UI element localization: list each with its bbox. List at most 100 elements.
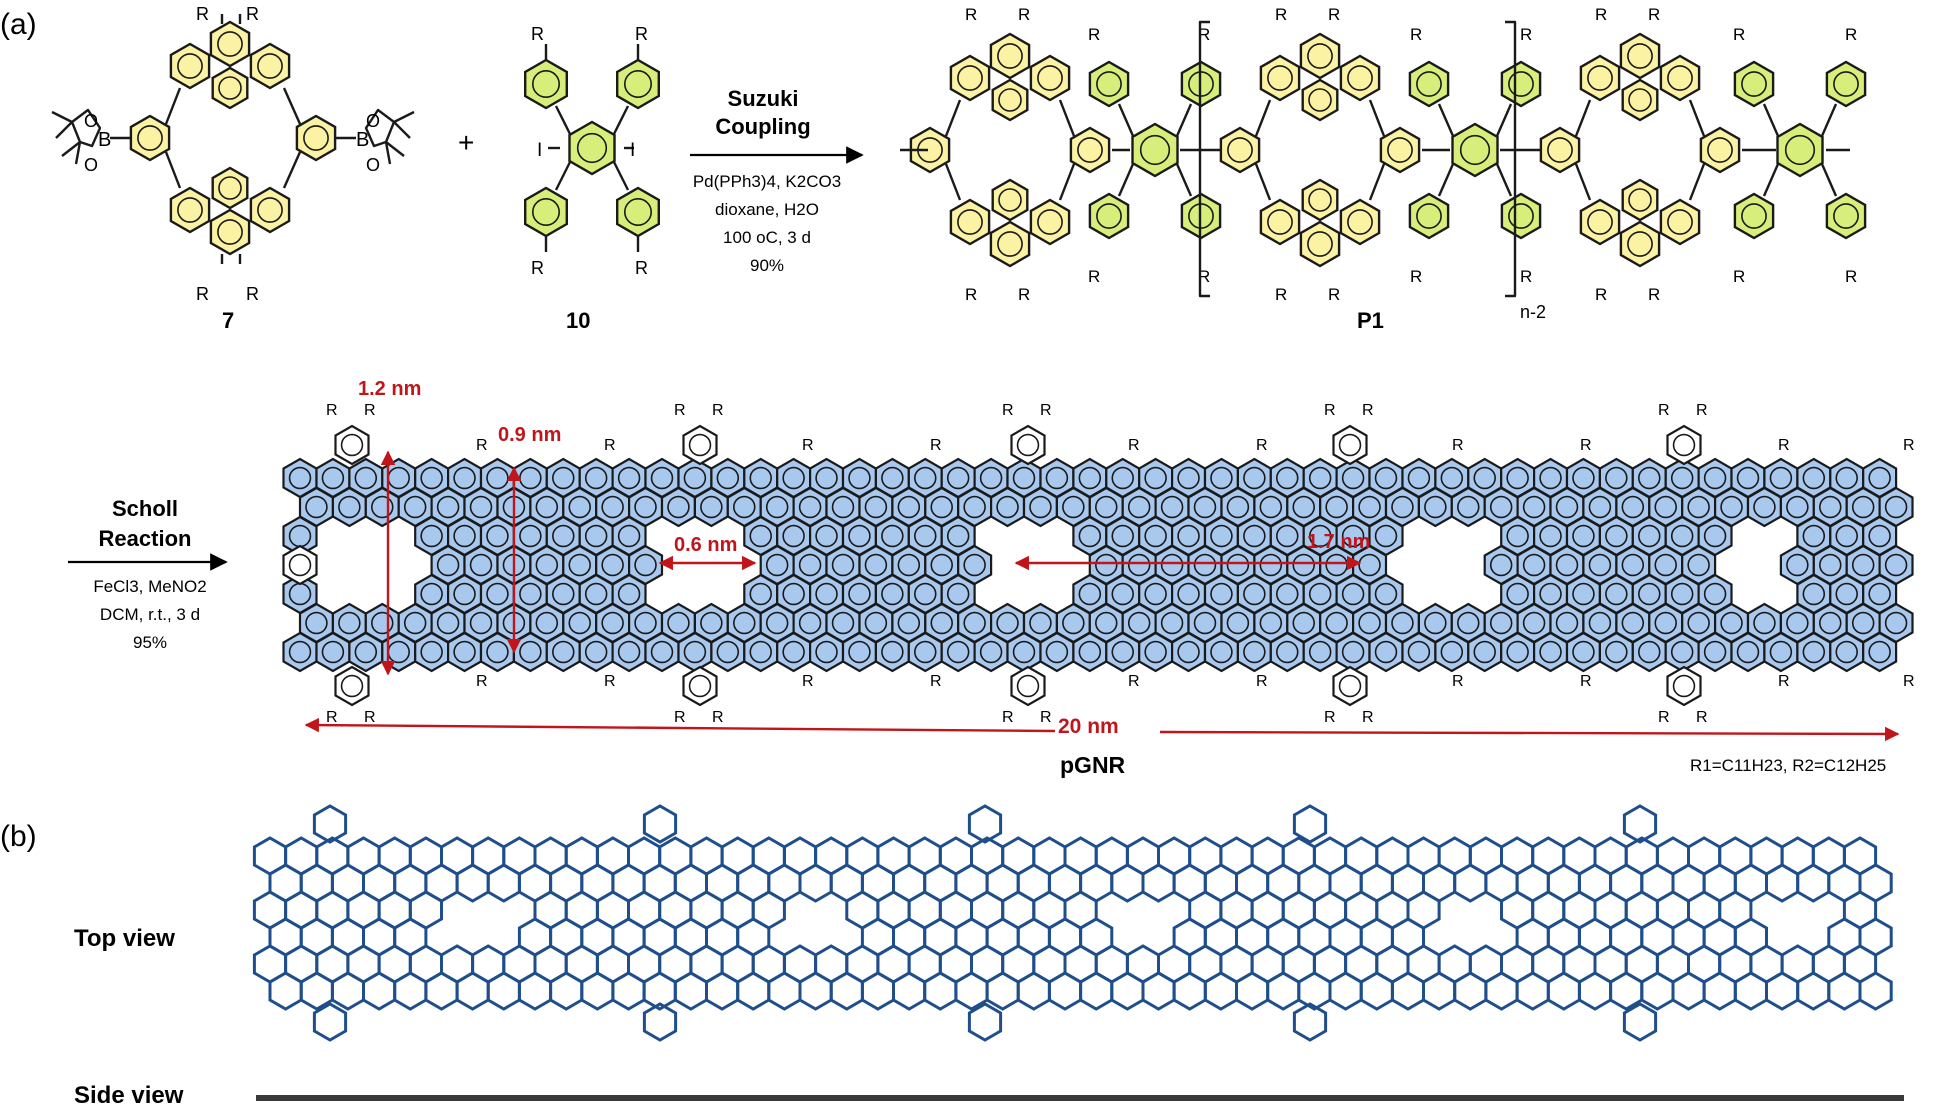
aromatic-circle (1736, 640, 1760, 664)
aromatic-circle (1605, 524, 1628, 548)
substituent-label: R (1362, 402, 1374, 419)
aromatic-circle (1508, 71, 1534, 97)
aromatic-circle (1078, 640, 1102, 664)
aromatic-circle (1654, 553, 1677, 577)
aromatic-circle (1638, 466, 1661, 490)
aromatic-circle (1473, 466, 1496, 490)
graphene-ring (776, 631, 812, 673)
aromatic-circle (218, 176, 242, 200)
aromatic-circle (177, 53, 203, 79)
aromatic-circle (1416, 203, 1442, 229)
aromatic-circle (1424, 495, 1447, 519)
aromatic-circle (469, 611, 493, 635)
aromatic-circle (1177, 524, 1200, 548)
aromatic-circle (1243, 524, 1266, 548)
aromatic-circle (1243, 466, 1266, 490)
graphene-ring (331, 486, 367, 528)
lattice-hexagon (892, 971, 927, 1011)
aromatic-circle (667, 495, 690, 519)
aromatic-circle (914, 466, 937, 490)
benzene-ring (1621, 78, 1659, 122)
aromatic-circle (1226, 495, 1250, 519)
aromatic-circle (1424, 611, 1447, 635)
aromatic-circle (650, 466, 674, 490)
aromatic-circle (765, 495, 789, 519)
aromatic-circle (1160, 495, 1184, 519)
substituent-label: R (1018, 285, 1030, 304)
aromatic-circle (1308, 640, 1332, 664)
aromatic-circle (436, 611, 460, 635)
aromatic-circle (667, 611, 690, 635)
bond (164, 87, 182, 125)
edge-ring (1666, 665, 1702, 707)
aromatic-circle (1539, 582, 1562, 606)
lattice-hexagon (1359, 971, 1394, 1011)
aromatic-circle (1440, 466, 1464, 490)
aromatic-circle (1802, 640, 1826, 664)
aromatic-circle (1670, 640, 1694, 664)
substituent-label: R (1903, 437, 1915, 454)
aromatic-circle (1210, 640, 1233, 664)
bond (944, 99, 962, 137)
aromatic-circle (1868, 640, 1891, 664)
substituent-label: R (1520, 267, 1532, 286)
edge-ring (334, 424, 370, 466)
benzene-ring (1088, 192, 1130, 240)
aromatic-circle (815, 582, 838, 606)
aromatic-circle (848, 582, 871, 606)
svg-text:O: O (366, 111, 380, 131)
aromatic-circle (1037, 65, 1063, 91)
substituent-label: R (1088, 267, 1100, 286)
aromatic-circle (1292, 611, 1315, 635)
bond (1495, 163, 1513, 197)
aromatic-circle (584, 466, 608, 490)
bond (282, 87, 302, 125)
aromatic-circle (1341, 466, 1365, 490)
aromatic-circle (1193, 611, 1217, 635)
aromatic-circle (1459, 134, 1491, 166)
compound-10-label: 10 (566, 308, 590, 333)
bond (1574, 99, 1592, 137)
aromatic-circle (1144, 524, 1167, 548)
benzene-ring (129, 114, 171, 162)
aromatic-circle (1210, 466, 1233, 490)
aromatic-circle (1835, 524, 1858, 548)
aromatic-circle (420, 640, 443, 664)
substituent-label: R (1580, 437, 1592, 454)
graphene-ring (1796, 631, 1832, 673)
aromatic-circle (1267, 65, 1293, 91)
graphene-ring (940, 631, 976, 673)
aromatic-circle (436, 495, 460, 519)
aromatic-circle (815, 524, 838, 548)
benzene-ring (1500, 192, 1542, 240)
substituent-label: R (1256, 437, 1268, 454)
lattice-edge-hexagon (1622, 804, 1658, 844)
aromatic-circle (217, 31, 243, 57)
bond (612, 105, 630, 135)
bond (1495, 103, 1513, 137)
graphene-ring (1829, 631, 1865, 673)
graphene-ring (512, 631, 548, 673)
svg-text:R: R (196, 4, 209, 24)
aromatic-circle (1210, 524, 1233, 548)
aromatic-circle (1139, 134, 1171, 166)
scholl-step: Scholl Reaction FeCl3, MeNO2 DCM, r.t., … (68, 496, 228, 652)
aromatic-circle (1416, 71, 1442, 97)
aromatic-circle (1506, 524, 1529, 548)
aromatic-circle (864, 495, 888, 519)
aromatic-circle (1457, 611, 1480, 635)
aromatic-circle (568, 553, 591, 577)
aromatic-circle (321, 640, 345, 664)
aromatic-circle (897, 553, 921, 577)
substituent-label: R (1410, 267, 1422, 286)
aromatic-circle (1667, 209, 1693, 235)
aromatic-circle (782, 466, 805, 490)
bond (1175, 163, 1193, 197)
graphene-ring (1532, 631, 1569, 673)
aromatic-circle (1672, 674, 1696, 698)
aromatic-circle (930, 553, 953, 577)
lattice-hexagon (1110, 863, 1145, 903)
step1-title-line2: Coupling (715, 114, 810, 139)
bond (1117, 163, 1135, 197)
aromatic-circle (1621, 611, 1645, 635)
